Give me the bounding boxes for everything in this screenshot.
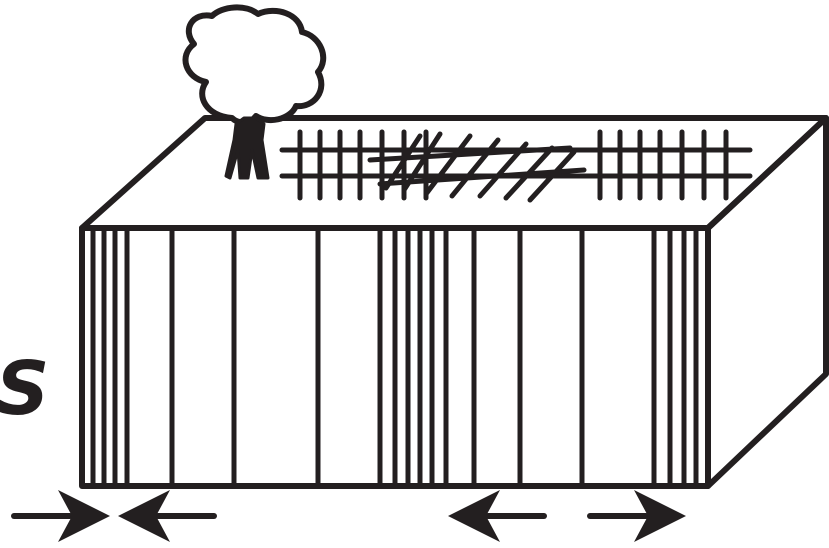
arrow-left-icon (448, 490, 547, 542)
tree-icon (182, 4, 327, 180)
arrow-right-icon (587, 490, 686, 542)
block-top-face (79, 115, 829, 231)
arrow-left-icon (118, 490, 217, 542)
block-right-face (705, 115, 829, 489)
arrow-right-icon (11, 490, 110, 542)
offset-track (367, 131, 587, 203)
side-label: S (0, 346, 50, 432)
front-layer-lines (90, 228, 699, 486)
